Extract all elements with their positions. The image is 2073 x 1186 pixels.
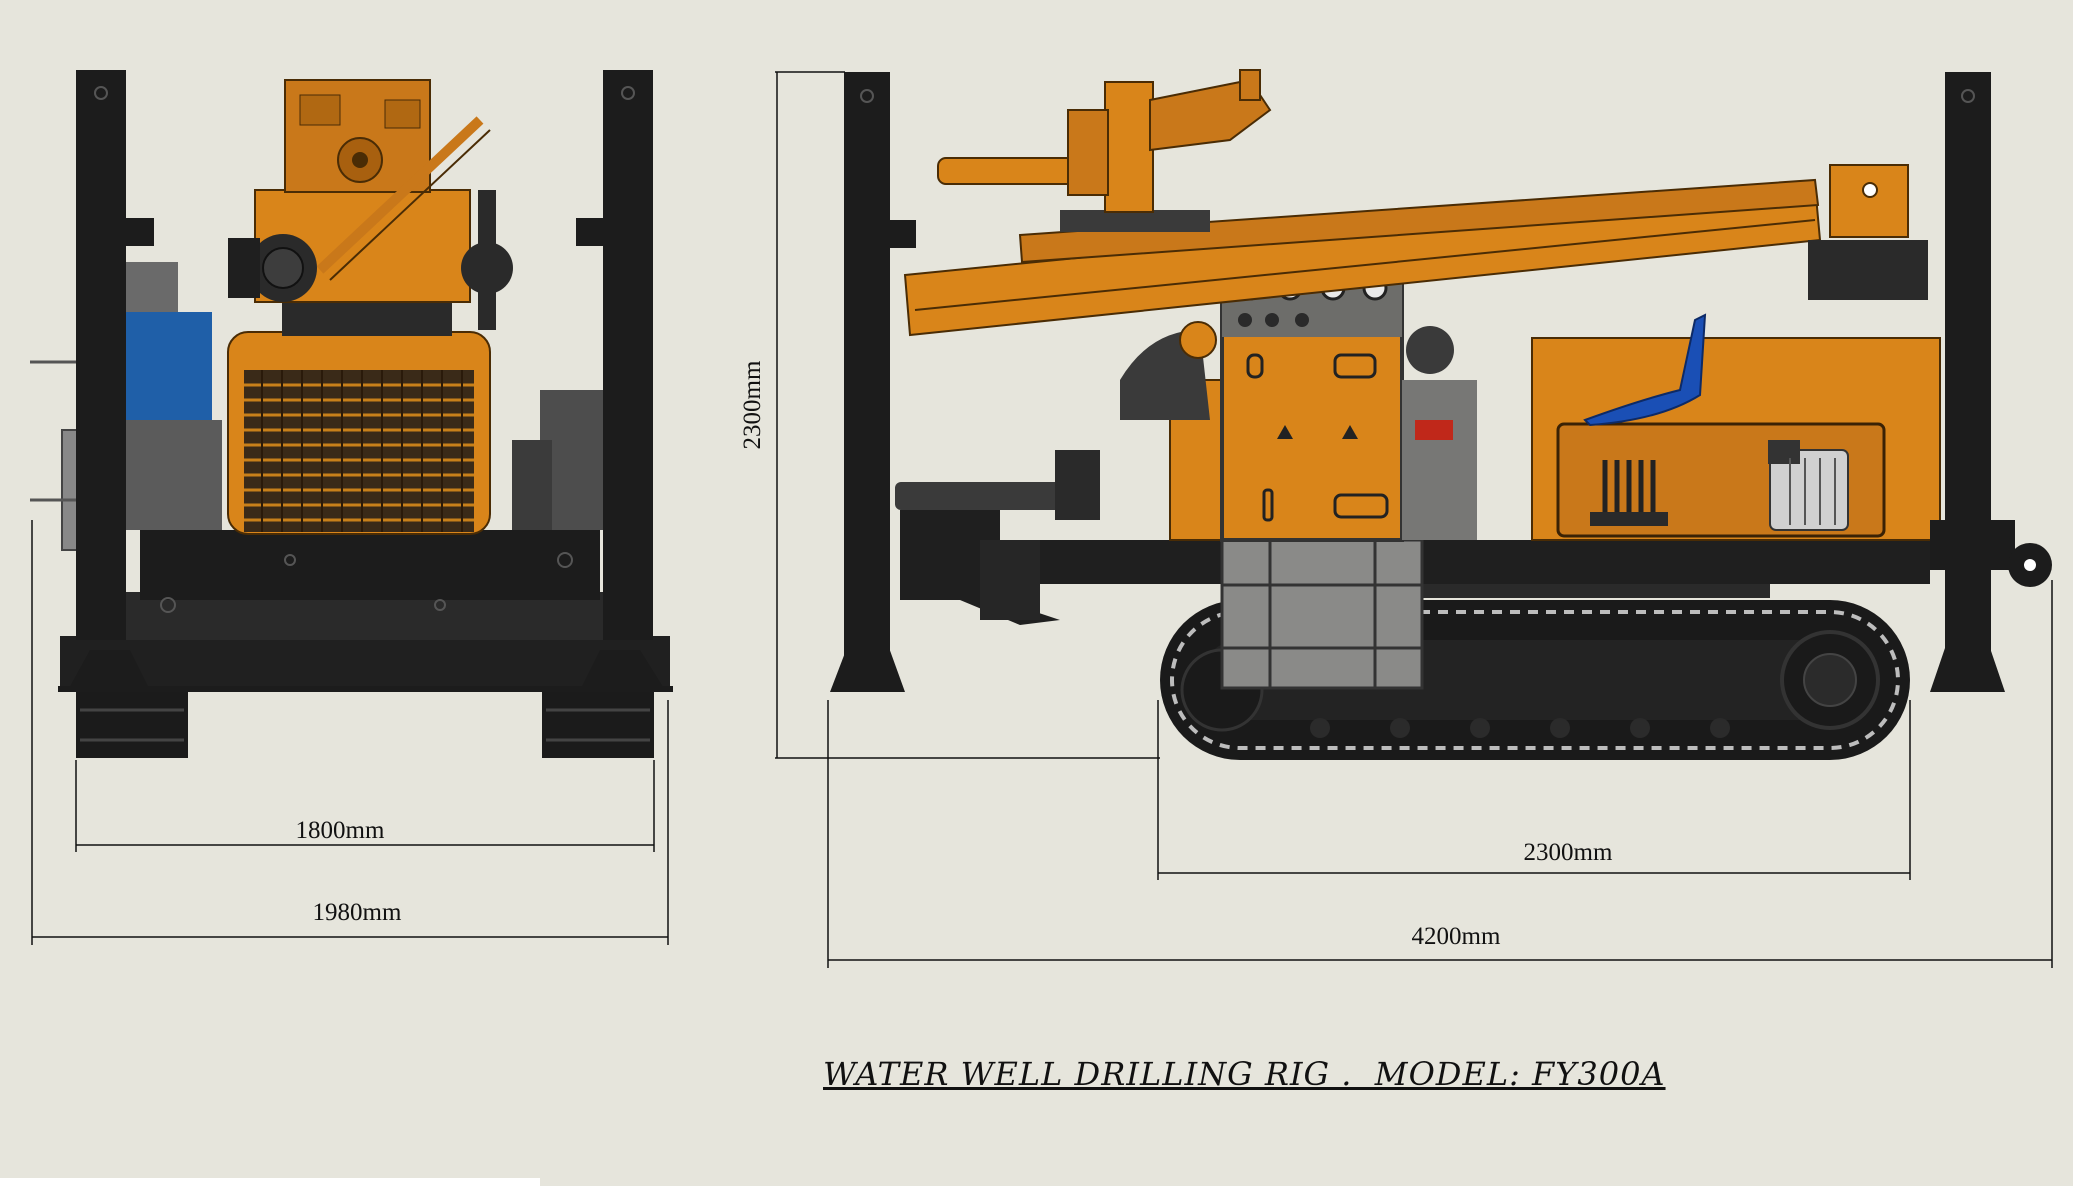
front-right-mast <box>603 70 653 640</box>
front-lower-frame <box>60 636 670 690</box>
height-dimension: 2300mm <box>739 360 766 449</box>
feed-mast <box>903 164 1928 337</box>
overall-length-dimension: 4200mm <box>1412 923 1501 950</box>
side-dimensions <box>775 71 2053 968</box>
drawing-caption: WATER WELL DRILLING RIG . MODEL: FY300A <box>823 1055 1666 1093</box>
counterweight-block <box>1220 538 1424 690</box>
engine-blue-unit <box>120 312 212 422</box>
track-length-dimension: 2300mm <box>1524 839 1613 866</box>
radiator-grille <box>244 370 474 532</box>
side-rear-mast <box>1945 72 1991 670</box>
front-view <box>30 70 673 758</box>
front-dimensions <box>31 520 669 945</box>
overall-width-dimension: 1980mm <box>313 899 402 926</box>
side-view <box>830 69 2052 760</box>
hydraulic-cylinder <box>895 482 1075 510</box>
front-left-mast <box>76 70 126 640</box>
side-front-mast <box>844 72 890 670</box>
front-power-head <box>228 79 513 336</box>
operator-seat <box>1583 313 1707 427</box>
rotary-head <box>937 69 1272 232</box>
bottom-strip <box>0 1178 540 1186</box>
control-levers <box>1602 460 1656 515</box>
track-gauge-dimension: 1800mm <box>296 817 385 844</box>
electric-motor <box>1768 440 1849 531</box>
